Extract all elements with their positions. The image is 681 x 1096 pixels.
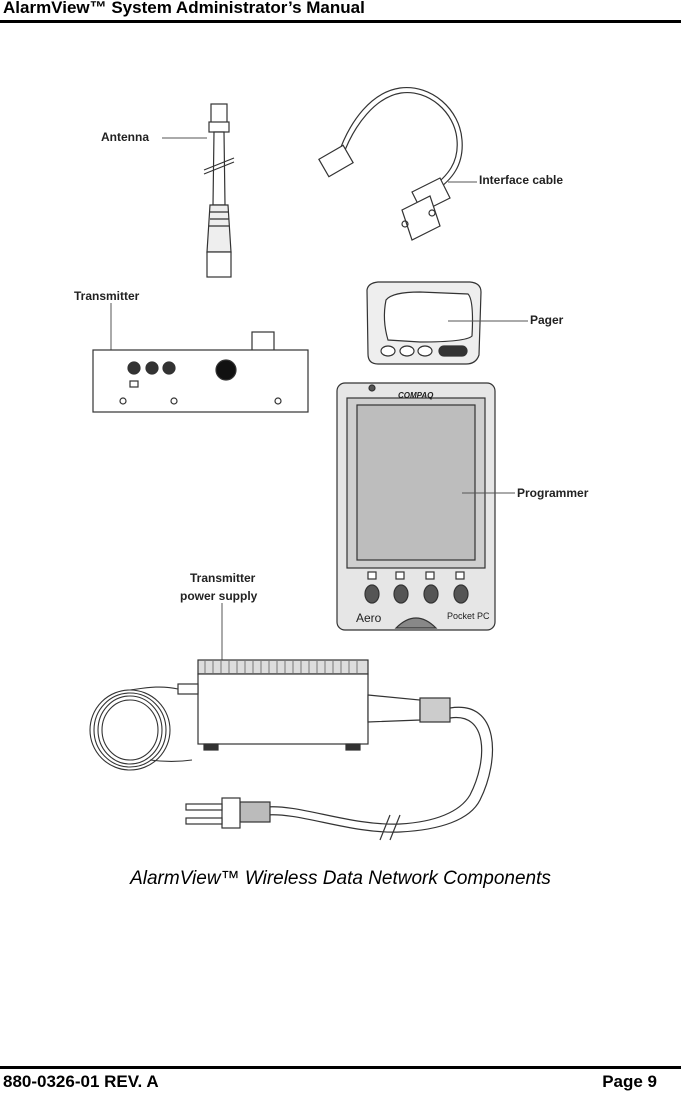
programmer-platform-text: Pocket PC (447, 611, 490, 621)
programmer-model-text: Aero (356, 611, 382, 625)
page-number: Page 9 (602, 1072, 657, 1091)
document-number: 880-0326-01 REV. A (3, 1072, 159, 1091)
pager-illustration (366, 281, 482, 365)
header-rule (0, 20, 681, 23)
antenna-illustration (203, 103, 235, 278)
page-footer: 880-0326-01 REV. A Page 9 (0, 1066, 681, 1096)
transmitter-illustration (92, 331, 309, 413)
programmer-brand-text: COMPAQ (398, 391, 434, 400)
power-supply-label-line2: power supply (180, 589, 258, 603)
figure-caption: AlarmView™ Wireless Data Network Compone… (130, 868, 551, 889)
page-header: AlarmView™ System Administrator’s Manual (0, 0, 681, 24)
programmer-illustration (336, 382, 496, 631)
antenna-label: Antenna (101, 130, 149, 144)
pager-label: Pager (530, 313, 564, 327)
interface-cable-illustration (318, 87, 463, 241)
footer-rule (0, 1066, 681, 1069)
transmitter-label: Transmitter (74, 289, 140, 303)
manual-title: AlarmView™ System Administrator’s Manual (3, 0, 365, 17)
power-supply-label-line1: Transmitter (190, 571, 256, 585)
programmer-label: Programmer (517, 486, 589, 500)
interface-cable-label: Interface cable (479, 173, 563, 187)
power-supply-illustration (89, 659, 494, 841)
